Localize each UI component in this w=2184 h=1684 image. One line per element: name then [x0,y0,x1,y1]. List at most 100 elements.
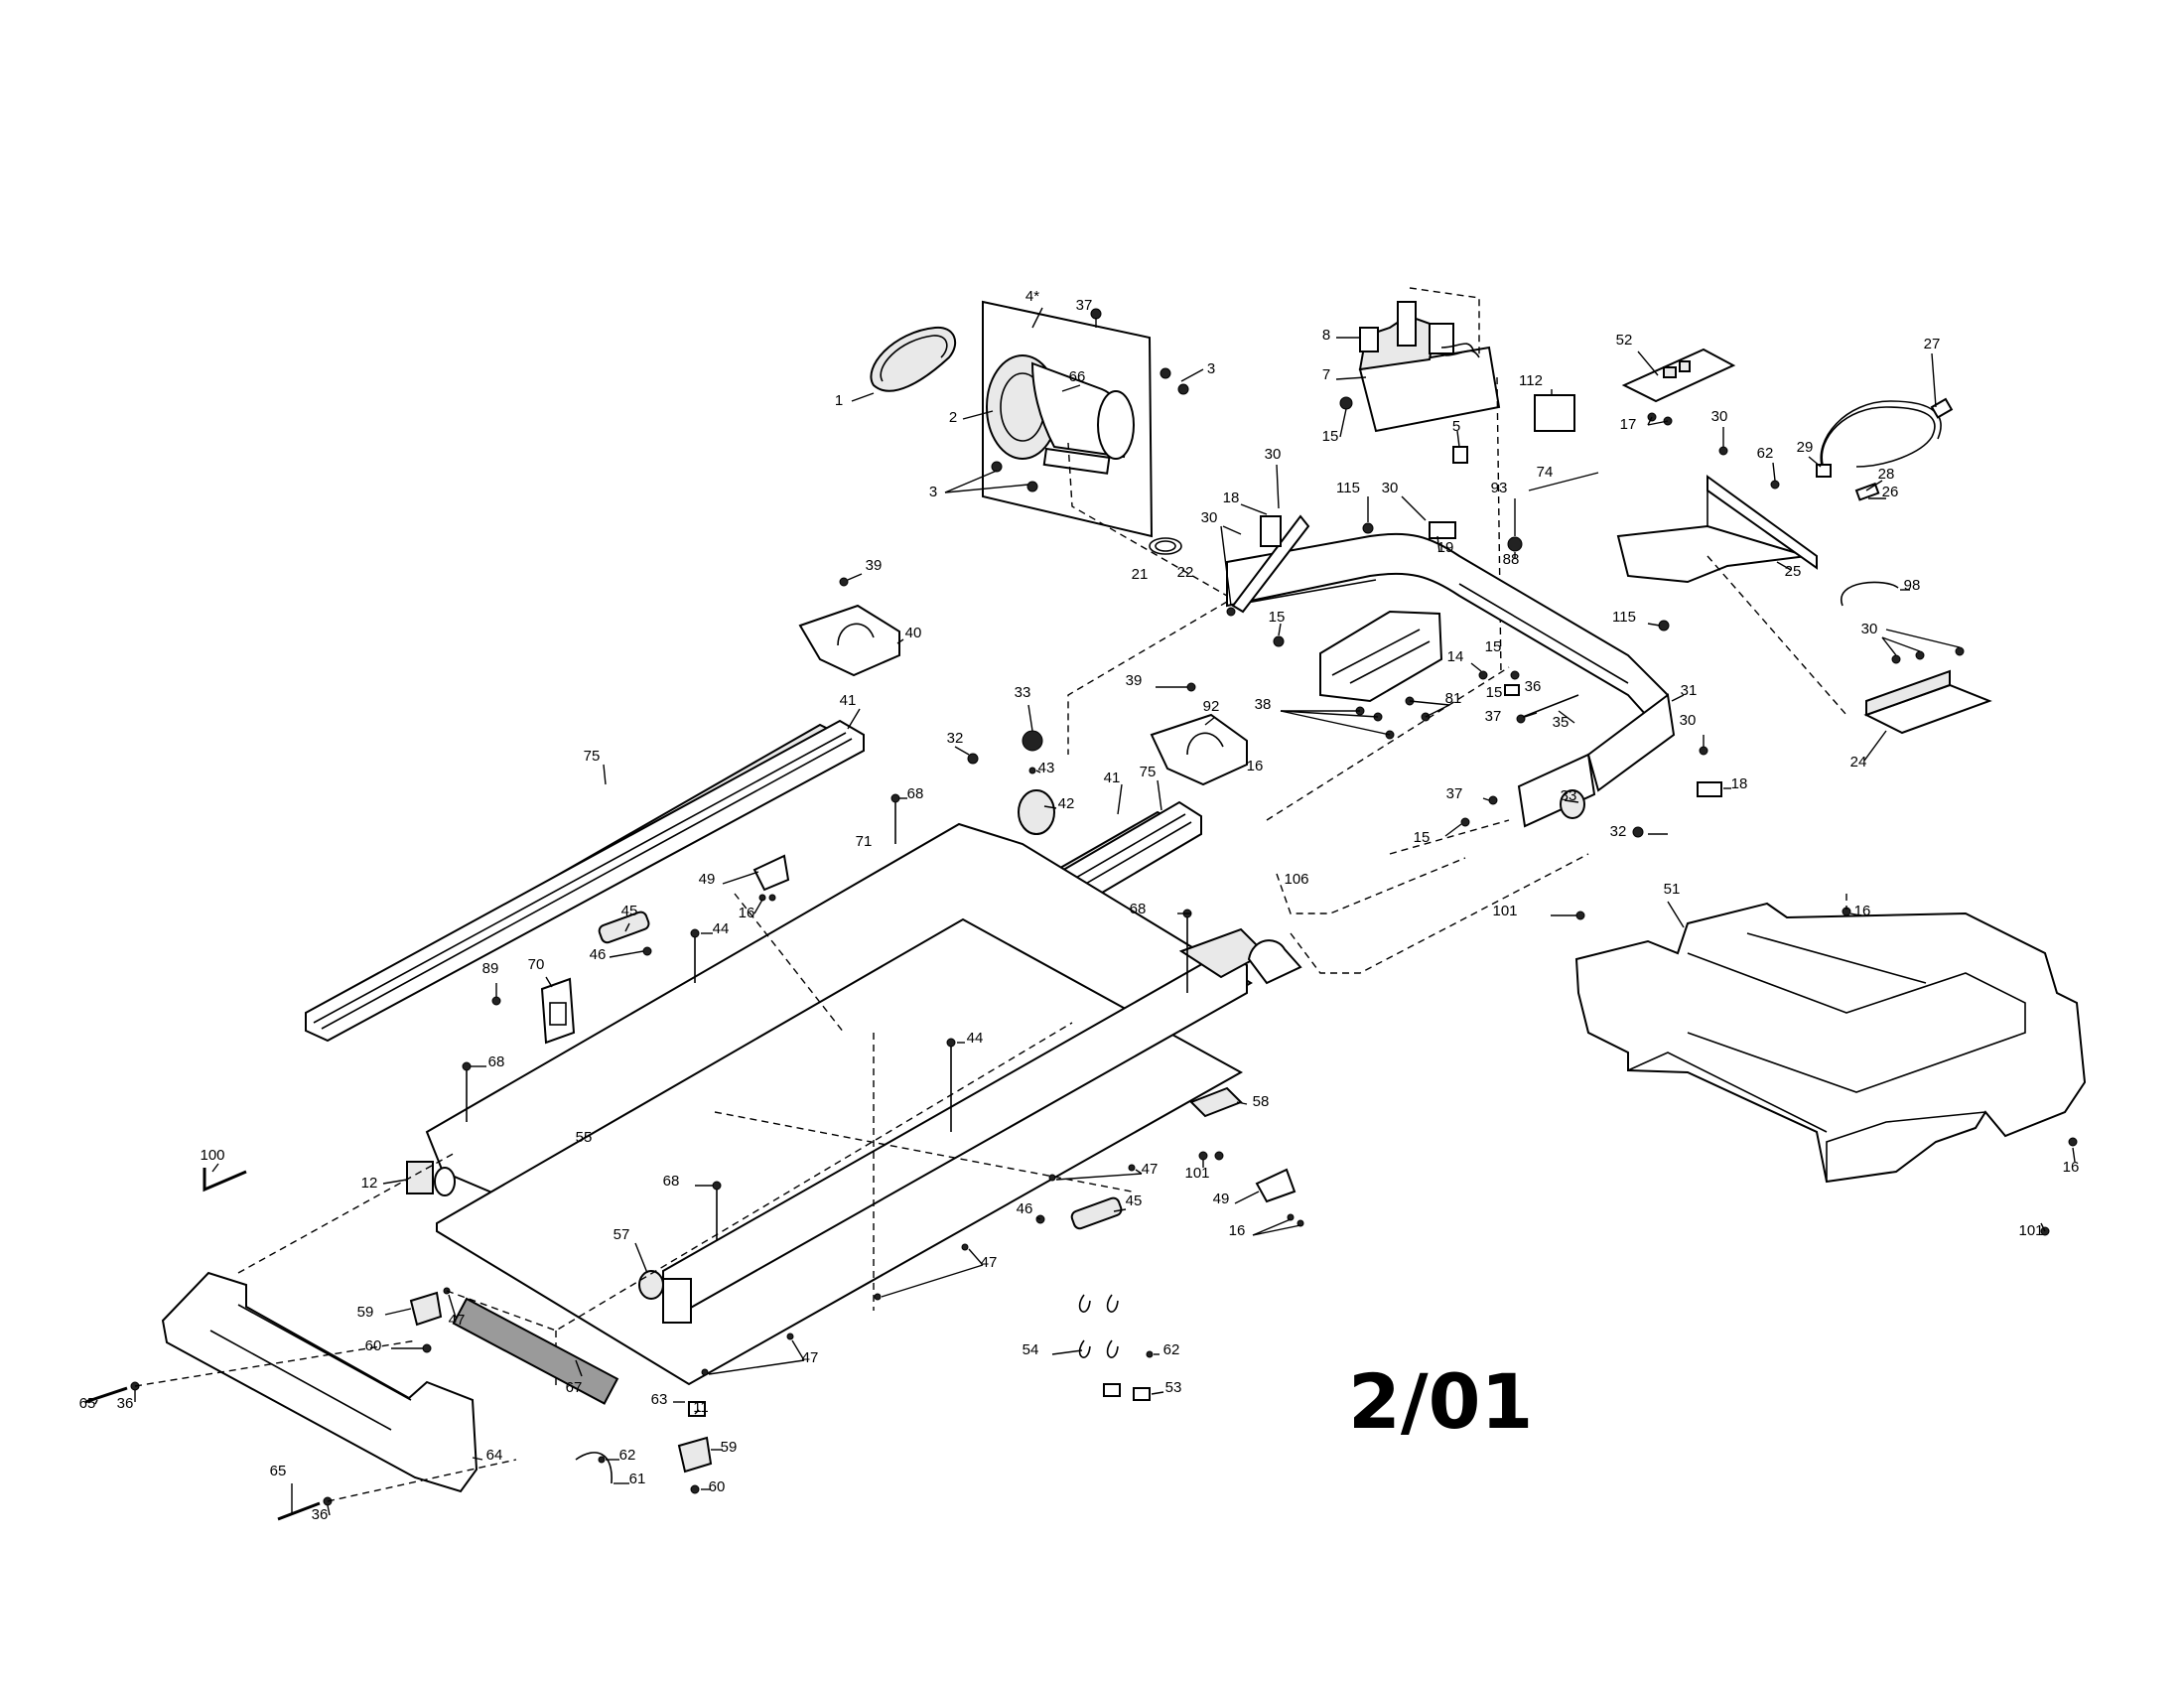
part-label: 37 [1446,785,1463,802]
part-label: 36 [312,1506,329,1523]
part-label: 11 [693,1399,709,1416]
feet-and-hardware [84,1151,1164,1521]
right-upright-bracket [1586,693,1676,792]
bracket [1359,327,1379,352]
part-label: 47 [981,1254,998,1271]
part-label: 31 [1681,682,1698,699]
part-label: 26 [1882,484,1899,500]
part-label: 63 [651,1391,668,1408]
motor-hood-pieces [798,573,1248,786]
part-label: 30 [1382,480,1399,496]
part-label: 3 [1207,360,1215,377]
part-label: 41 [840,692,857,709]
part-label: 49 [1213,1191,1230,1207]
part-label: 32 [947,730,964,747]
part-label: 67 [566,1379,583,1396]
part-label: 30 [1861,621,1878,637]
part-label: 75 [1140,764,1157,780]
part-label: 81 [1445,690,1462,707]
part-label: 7 [1322,366,1330,383]
part-label: 101 [1492,903,1517,919]
amp-bracket [540,977,576,1045]
part-label: 45 [621,903,638,919]
part-label: 66 [1069,368,1086,385]
cable-clip [1103,1383,1121,1397]
leveler-foot-right [677,1436,713,1474]
frame-lower-tube [1517,753,1596,828]
roller-endcap [1247,939,1302,985]
part-label: 36 [117,1395,134,1412]
part-label: 43 [1038,760,1055,776]
grip-strip [452,1297,619,1405]
part-label: 15 [1414,829,1431,846]
part-label: 22 [1177,564,1194,581]
part-label: 19 [1437,539,1454,556]
part-label: 30 [1711,408,1728,425]
part-label: 89 [482,960,499,977]
motor-controller-assembly [1335,287,1575,676]
wire-harness [1841,581,1899,607]
hood-bracket-left [798,604,900,677]
part-label: 47 [1142,1161,1159,1178]
decal [1534,394,1575,432]
motor-assembly [851,300,1242,555]
part-label: 28 [1878,466,1895,483]
part-label: 88 [1503,551,1520,568]
part-label: 115 [1336,480,1360,496]
part-label: 64 [486,1447,503,1464]
part-label: 49 [699,871,716,888]
treadmill-deck-frame [382,704,1304,1390]
part-label: 68 [907,785,924,802]
part-label: 47 [449,1312,466,1329]
wire-coil [1149,537,1182,555]
part-label: 12 [361,1175,378,1192]
part-label: 47 [802,1349,819,1366]
part-label: 62 [1163,1341,1180,1358]
isolator-pad [1189,1086,1243,1118]
part-label: 100 [200,1147,224,1164]
part-label: 44 [713,920,730,937]
upright-frame [1067,442,1731,974]
part-label: 14 [1447,648,1464,665]
part-label: 54 [1023,1341,1039,1358]
on-off-switch [1854,482,1880,501]
hood-bracket-right [1150,713,1248,786]
part-label: 39 [1126,672,1143,689]
part-label: 44 [967,1030,984,1047]
part-label: 46 [590,946,607,963]
part-label: 59 [721,1439,738,1456]
part-label: 15 [1486,684,1503,701]
part-label: 25 [1785,563,1802,580]
part-label: 101 [2018,1222,2043,1239]
part-label: 37 [1485,708,1502,725]
part-label: 36 [1525,678,1542,695]
part-label: 106 [1284,871,1308,888]
part-label: 58 [1253,1093,1270,1110]
leveler-foot-left [409,1291,443,1327]
part-label: 51 [1664,881,1681,898]
electronics-assembly [1616,348,1992,762]
part-label: 101 [1184,1165,1209,1182]
rear-endcap [161,1271,478,1493]
part-label: 1 [835,392,843,409]
part-label: 68 [488,1053,505,1070]
part-label: 39 [866,557,883,574]
part-label: 112 [1519,372,1543,389]
part-label: 45 [1126,1193,1143,1209]
deck-bracket-left [752,854,790,892]
part-label: 92 [1203,698,1220,715]
part-label: 16 [1854,903,1871,919]
rear-roller-right [638,1270,664,1300]
part-label: 41 [1104,770,1121,786]
part-label: 65 [79,1395,96,1412]
part-label: 30 [1201,509,1218,526]
drive-belt [870,326,957,392]
power-cord [1821,406,1936,468]
part-label: 62 [1757,445,1774,462]
part-label: 8 [1322,327,1330,344]
part-label: 32 [1610,823,1627,840]
part-label: 30 [1265,446,1282,463]
walking-deck [436,917,1244,1386]
part-label: 21 [1132,566,1149,583]
part-label: 15 [1269,609,1286,626]
